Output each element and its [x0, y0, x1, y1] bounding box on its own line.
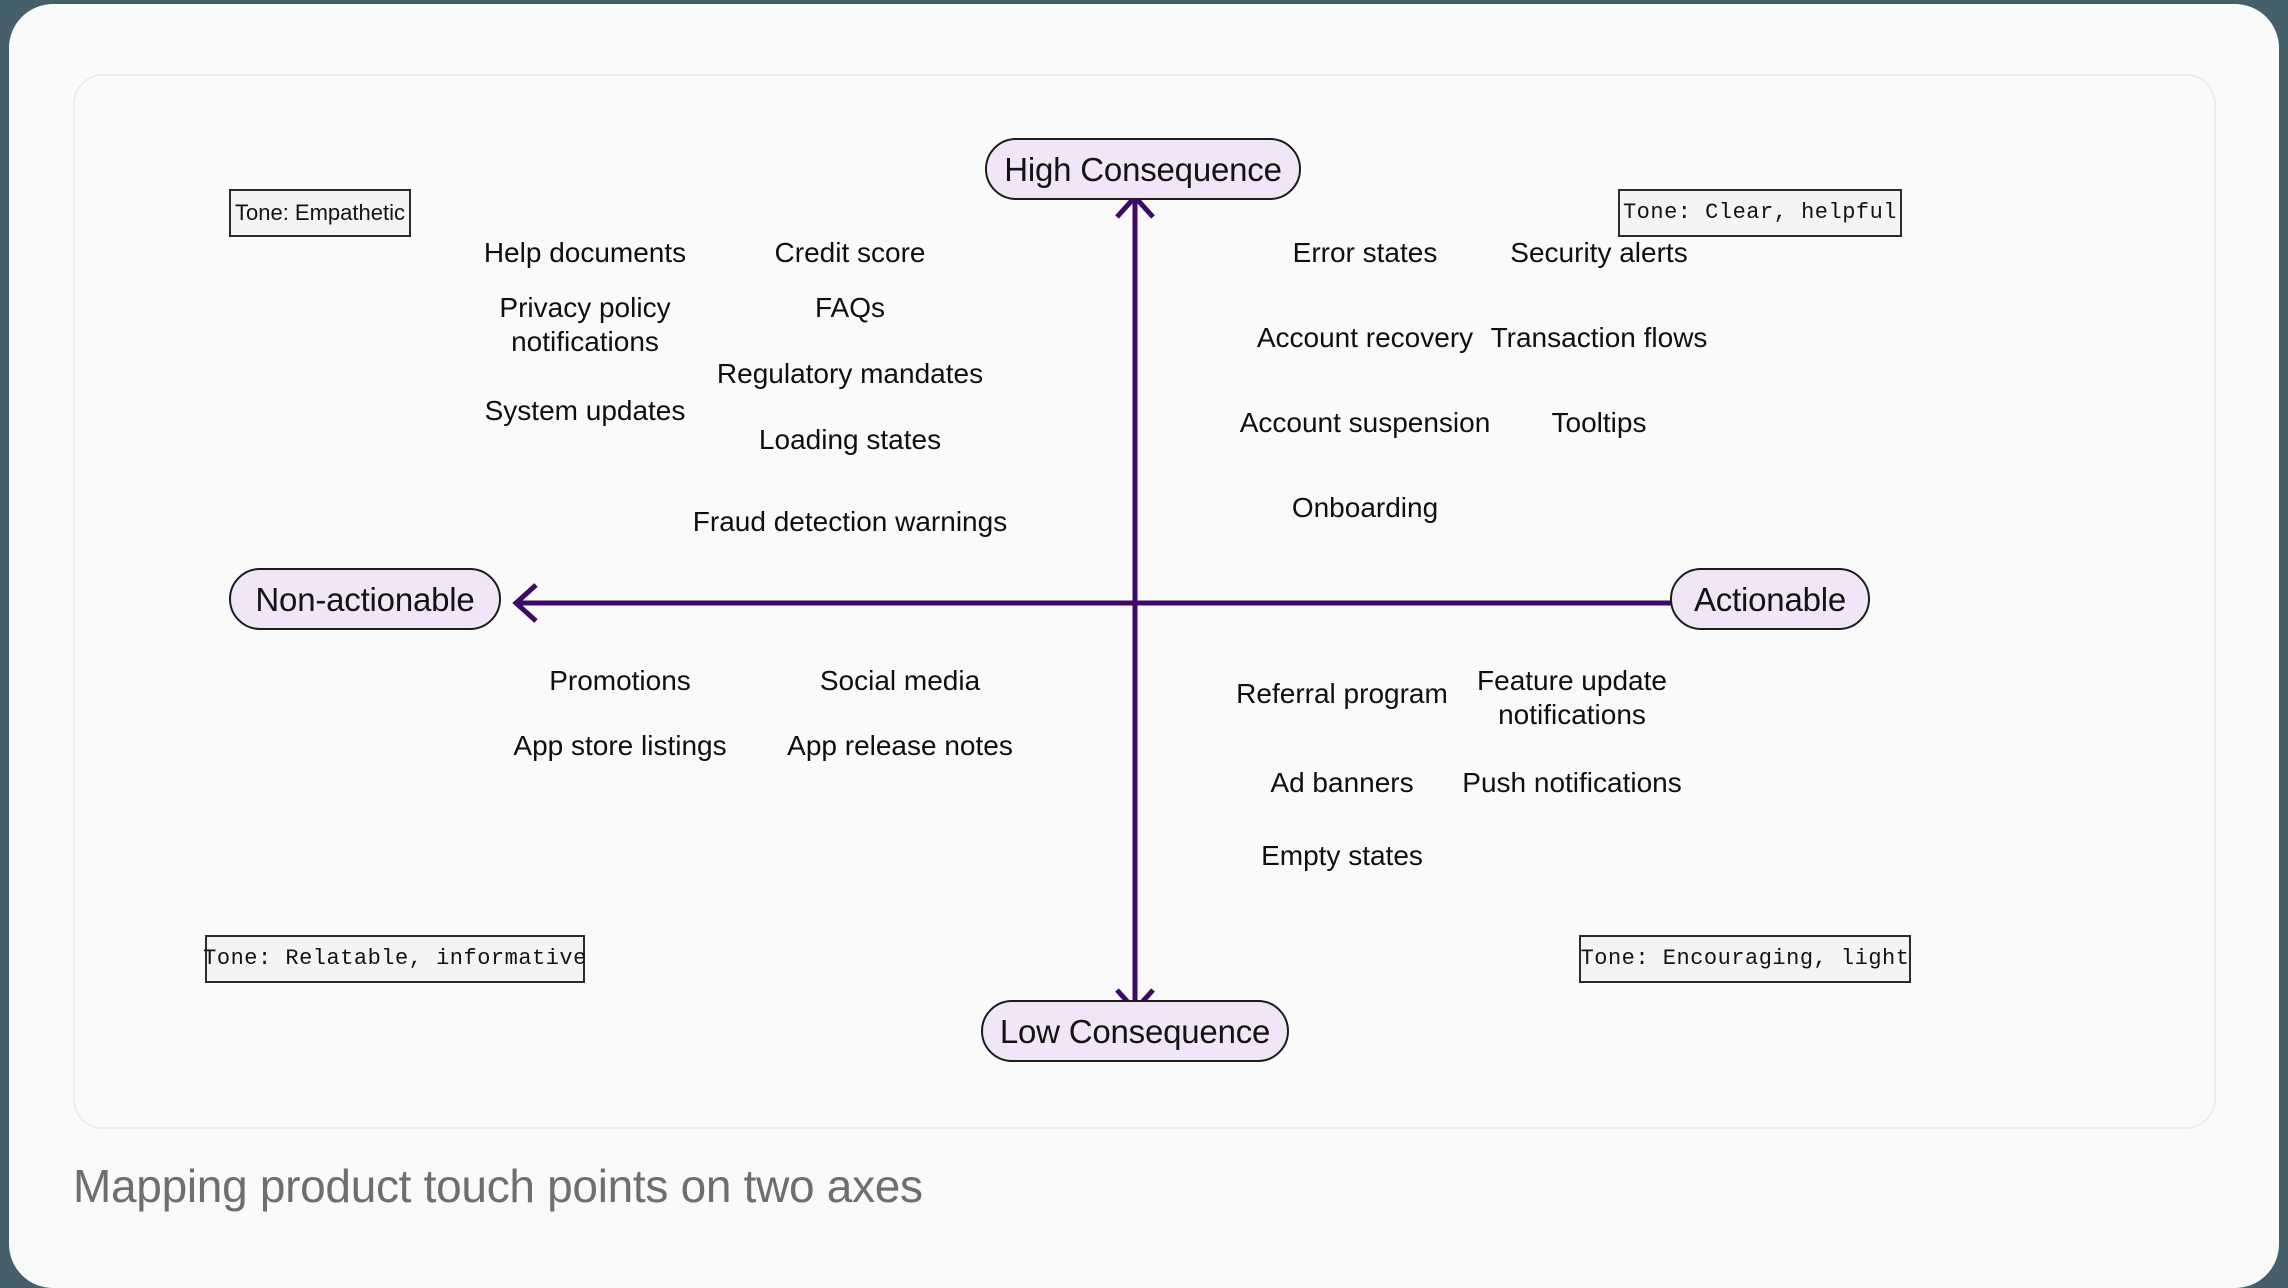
matrix-item-referral-program[interactable]: Referral program [1236, 678, 1448, 709]
matrix-item-onboarding[interactable]: Onboarding [1291, 492, 1439, 523]
axis-label-low-consequence[interactable]: Low Consequence [981, 1000, 1289, 1062]
matrix-item-fraud-detection-warnings[interactable]: Fraud detection warnings [692, 506, 1008, 537]
matrix-item-promotions[interactable]: Promotions [549, 665, 691, 696]
matrix-item-app-release-notes[interactable]: App release notes [787, 730, 1013, 761]
matrix-item-help-documents[interactable]: Help documents [483, 237, 687, 268]
matrix-item-privacy-policy-notifications[interactable]: Privacy policy notifications [499, 292, 671, 358]
matrix-item-tooltips[interactable]: Tooltips [1551, 407, 1647, 438]
matrix-item-faqs[interactable]: FAQs [814, 292, 886, 323]
matrix-item-social-media[interactable]: Social media [819, 665, 981, 696]
matrix-item-account-suspension[interactable]: Account suspension [1239, 407, 1491, 438]
matrix-item-empty-states[interactable]: Empty states [1261, 840, 1423, 871]
matrix-item-feature-update-notifications[interactable]: Feature update notifications [1477, 665, 1667, 731]
matrix-item-security-alerts[interactable]: Security alerts [1510, 237, 1688, 268]
matrix-item-error-states[interactable]: Error states [1292, 237, 1438, 268]
matrix-item-regulatory-mandates[interactable]: Regulatory mandates [716, 358, 984, 389]
matrix-item-app-store-listings[interactable]: App store listings [513, 730, 727, 761]
tone-box-bottom-right: Tone: Encouraging, light [1579, 935, 1911, 983]
matrix-item-account-recovery[interactable]: Account recovery [1256, 322, 1474, 353]
axis-label-non-actionable[interactable]: Non-actionable [229, 568, 501, 630]
tone-box-top-right: Tone: Clear, helpful [1618, 189, 1902, 237]
matrix-item-loading-states[interactable]: Loading states [758, 424, 942, 455]
matrix-item-transaction-flows[interactable]: Transaction flows [1490, 322, 1708, 353]
tone-box-bottom-left: Tone: Relatable, informative [203, 935, 586, 983]
axis-label-high-consequence[interactable]: High Consequence [985, 138, 1301, 200]
matrix-item-push-notifications[interactable]: Push notifications [1462, 767, 1682, 798]
matrix-card: High Consequence Low Consequence Non-act… [73, 74, 2216, 1129]
matrix-item-ad-banners[interactable]: Ad banners [1270, 767, 1414, 798]
axis-label-actionable[interactable]: Actionable [1670, 568, 1870, 630]
matrix-item-system-updates[interactable]: System updates [484, 395, 686, 426]
tone-box-top-left: Tone: Empathetic [229, 189, 411, 237]
page-caption: Mapping product touch points on two axes [73, 1160, 923, 1212]
matrix-item-credit-score[interactable]: Credit score [774, 237, 926, 268]
canvas-surface: High Consequence Low Consequence Non-act… [9, 4, 2279, 1288]
